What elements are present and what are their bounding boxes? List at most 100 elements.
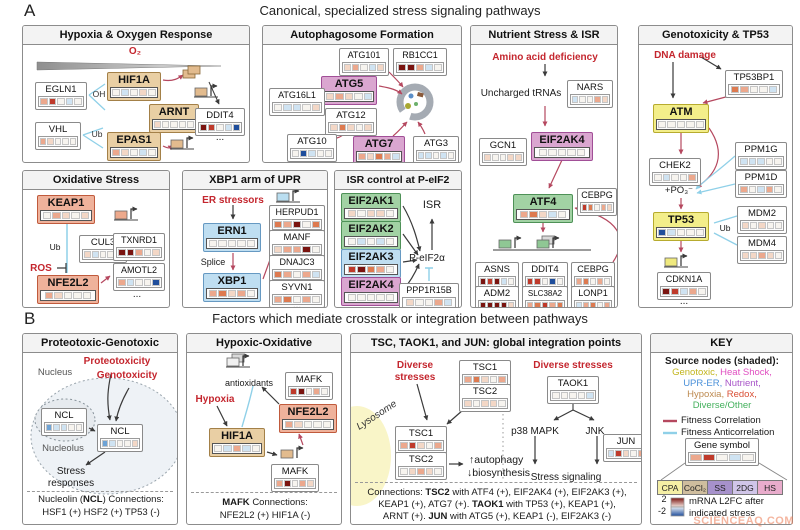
xbp1-arm-of-upr-title: XBP1 arm of UPR [183,171,327,190]
heatmap-cell [363,93,373,100]
gene-tp53: TP53 [653,212,709,241]
heatmap-cell [376,64,385,71]
cargo-icon [187,65,201,75]
heatmap-row [550,390,596,401]
heatmap-cell [302,104,311,111]
text-segment: Hypoxia, [687,389,725,400]
heatmap-cell [549,302,556,307]
gene-gcn1: GCN1 [479,138,527,166]
gene-label: SYVN1 [281,282,313,293]
stress-condition-ss: SS [707,480,733,495]
gene-atg101: ATG101 [339,48,389,76]
key-title: KEY [651,334,792,353]
heatmap-cell [273,104,283,111]
gene-eif2ak1: EIF2AK1 [341,193,401,222]
heatmap-row [116,277,162,288]
heatmap-cell [757,186,765,193]
heatmap-cell [48,98,57,105]
heatmap-cell [302,246,311,253]
footer-line: ARNT (+). JUN with ATG5 (+), KEAP1 (-), … [383,511,612,523]
heatmap-cell [118,249,126,256]
heatmap-cell [487,302,493,307]
heatmap-cell [344,93,354,100]
text-segment: NCL [83,494,103,505]
heatmap-cell [590,278,596,285]
gene-label: ATF4 [529,196,557,208]
stress-condition-2dg: 2DG [732,480,758,495]
gene-label: MANF [283,232,311,243]
gene-atg12: ATG12 [325,108,377,136]
gene-hif1a: HIF1A [209,428,265,457]
heatmap-row [574,276,612,287]
gene-ncl: NCL [41,408,87,436]
heatmap-row [344,208,398,219]
heatmap-cell [695,121,705,128]
heatmap-cell [385,294,395,301]
transcription-icon [536,235,560,249]
heatmap-cell [246,240,256,247]
gene-label: XBP1 [217,275,247,287]
tsc-taok1-jun: TSC, TAOK1, and JUN: global integration … [350,333,642,525]
gene-eif2ak4: EIF2AK4 [341,277,401,306]
heatmap-cell [42,212,52,219]
gene-tp53bp1: TP53BP1 [725,70,783,98]
ub-label: Ub [49,242,61,252]
heatmap-row [728,84,780,95]
heatmap-cell [597,278,603,285]
heatmap-cell [291,480,299,487]
heatmap-cell [355,124,364,131]
heatmap-row [462,398,508,409]
heatmap-row [416,150,456,161]
gene-label: ATM [669,106,693,118]
gene-adm2: ADM2 [475,286,519,307]
gene-label: EGLN1 [45,84,77,95]
source-colors-line: UPR-ER, Nutrient, [683,378,761,390]
text-segment: Genotoxic, [672,367,718,378]
heatmap-cell [556,302,564,307]
gene-label: TP53BP1 [733,72,775,83]
heatmap-cell [765,186,774,193]
heatmap-cell [556,278,564,285]
heatmap-cell [481,376,489,383]
text-segment: TAOK1 [472,499,504,510]
footer-line: NFE2L2 (+) HIF1A (-) [220,510,311,522]
heatmap-cell [730,86,740,93]
heatmap-cell [690,454,702,461]
gene-label: DNAJC3 [279,257,315,267]
gene-label: EPAS1 [116,134,152,146]
heatmap-cell [322,421,332,428]
heatmap-cell [347,294,357,301]
heatmap-cell [75,424,83,431]
heatmap-cell [567,149,576,156]
heatmap-cell [680,288,688,295]
heatmap-cell [366,210,376,217]
heatmap-cell [615,450,622,457]
isr-control-peif2-title: ISR control at P-eIF2 [335,171,461,190]
heatmap-row [656,227,706,238]
text-segment: with ATG5 (+), KEAP1 (-), EIF2AK3 (-) [447,511,612,522]
gene-label: KEAP1 [47,197,85,209]
heatmap-cell [311,246,321,253]
text-segment: with TP53 (+), KEAP1 (+), [503,499,616,510]
heatmap-cell [740,86,749,93]
gene-label: MAFK [281,466,309,477]
heatmap-row [398,440,444,451]
heatmap-cell [688,174,696,181]
heatmap-cell [425,442,434,449]
proteotoxicity-label: Proteotoxicity [83,356,151,367]
heatmap-cell [376,238,385,245]
gene-label: CDKN1A [665,274,703,284]
footer-line: Nucleolin (NCL) Connections: [38,494,164,506]
heatmap-cell [434,468,442,475]
gene-label: NFE2L2 [287,406,329,418]
ellipsis: ... [132,289,142,300]
heatmap-row [282,419,334,430]
heatmap-cell [91,251,99,258]
heatmap-cell [748,186,757,193]
heatmap-cell [131,440,139,447]
text-segment: Heat Shock, [717,367,772,378]
heatmap-cell [766,222,774,229]
text-segment: Connections: [367,487,426,498]
stress-condition-cpa: CPA [657,480,683,495]
heatmap-cell [273,271,283,278]
